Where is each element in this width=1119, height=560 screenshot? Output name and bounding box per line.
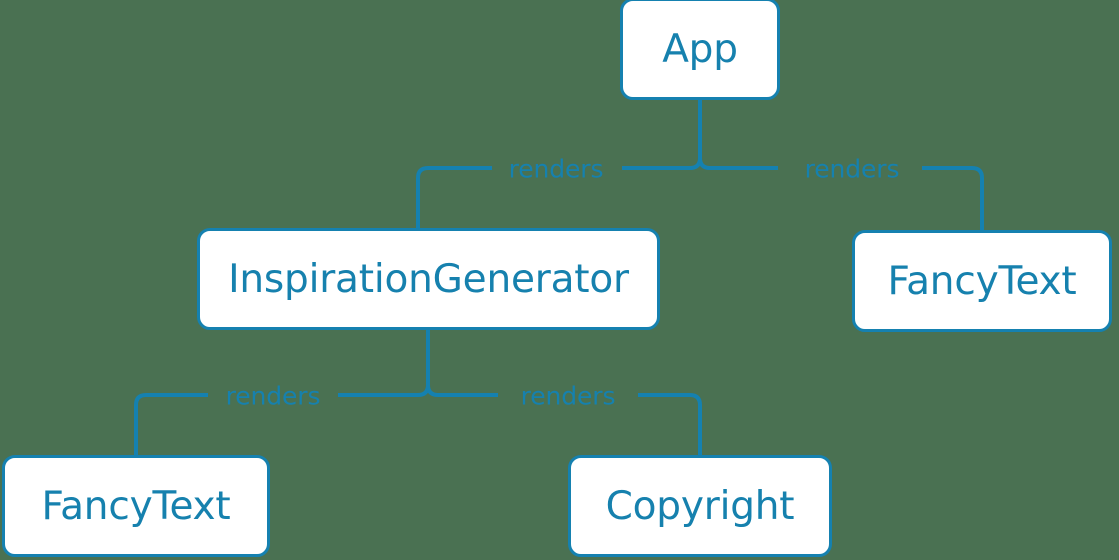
node-inspirationgenerator[interactable]: InspirationGenerator [197,228,660,330]
node-inspirationgenerator-label: InspirationGenerator [228,256,629,302]
edge-inspirationgenerator-to-fancytext-left-tail [134,393,208,455]
node-fancytext-right-label: FancyText [887,258,1077,304]
node-copyright[interactable]: Copyright [568,455,832,557]
edge-label-inspirationgenerator-to-fancytext-left: renders [225,381,321,411]
edge-app-to-fancytext-right [698,100,778,170]
node-app[interactable]: App [620,0,780,100]
edge-inspirationgenerator-to-fancytext-left [338,330,430,397]
edge-app-to-inspirationgenerator-tail [416,166,492,228]
edge-label-inspirationgenerator-to-copyright: renders [520,381,616,411]
edge-app-to-fancytext-right-tail [922,166,984,230]
node-fancytext-left-label: FancyText [41,483,231,529]
node-fancytext-left[interactable]: FancyText [2,455,270,557]
node-fancytext-right[interactable]: FancyText [852,230,1112,332]
edge-label-app-to-inspirationgenerator: renders [508,154,604,184]
edge-label-app-to-fancytext-right: renders [804,154,900,184]
edge-inspirationgenerator-to-copyright-tail [638,393,702,455]
edge-app-to-inspirationgenerator [622,100,702,170]
edge-inspirationgenerator-to-copyright [426,330,498,397]
node-copyright-label: Copyright [605,483,795,529]
node-app-label: App [662,26,738,72]
